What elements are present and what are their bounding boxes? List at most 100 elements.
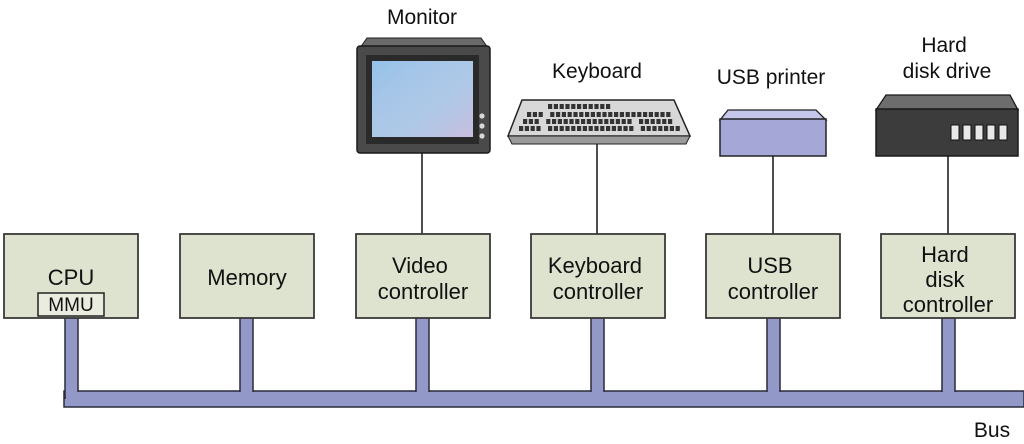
video-controller-box	[355, 233, 491, 319]
svg-text:USB printer: USB printer	[717, 66, 826, 89]
keyboard-key-icon	[556, 112, 561, 117]
disk-controller-box	[880, 233, 1016, 319]
keyboard-key-icon	[579, 112, 584, 117]
keyboard-key-icon	[569, 119, 574, 124]
keyboard-key-icon	[660, 112, 665, 117]
keyboard-key-icon	[640, 126, 645, 131]
keyboard-key-icon	[631, 112, 636, 117]
keyboard-key-icon	[602, 112, 607, 117]
keyboard-label: Keyboard	[552, 60, 642, 83]
keyboard-key-icon	[524, 126, 529, 131]
usb-printer-label: USB printer	[717, 66, 826, 89]
keyboard-key-icon	[571, 126, 576, 131]
bus-drop-usb	[766, 317, 781, 399]
keyboard-key-icon	[627, 119, 632, 124]
keyboard-key-icon	[528, 119, 533, 124]
keyboard-key-icon	[585, 112, 590, 117]
keyboard-key-icon	[664, 126, 669, 131]
keyboard-key-icon	[652, 126, 657, 131]
keyboard-key-icon	[646, 126, 651, 131]
keyboard-key-icon	[594, 126, 599, 131]
keyboard-key-icon	[586, 119, 591, 124]
keyboard-key-icon	[573, 112, 578, 117]
keyboard-key-icon	[617, 126, 622, 131]
device-monitor: Monitor	[356, 6, 491, 154]
keyboard-key-icon	[604, 119, 609, 124]
keyboard-key-icon	[548, 104, 553, 109]
bus-drop-video	[415, 317, 430, 399]
bus-drop-memory	[239, 317, 254, 399]
disk-controller-label-2: disk	[925, 267, 965, 292]
bus-drop-disk	[941, 317, 956, 399]
video-controller-label-2: controller	[378, 279, 468, 304]
keyboard-key-icon	[639, 119, 644, 124]
keyboard-key-icon	[656, 119, 661, 124]
keyboard-key-icon	[669, 126, 674, 131]
svg-text:Keyboard: Keyboard	[552, 60, 642, 83]
usb-controller-box	[705, 233, 841, 319]
usb-controller-label-1: USB	[747, 253, 792, 278]
keyboard-key-icon	[557, 119, 562, 124]
keyboard-key-icon	[675, 126, 680, 131]
keyboard-key-icon	[577, 104, 582, 109]
system-bus: Bus	[63, 317, 1024, 442]
keyboard-key-icon	[619, 112, 624, 117]
keyboard-key-icon	[575, 119, 580, 124]
keyboard-key-icon	[553, 104, 558, 109]
keyboard-key-icon	[588, 126, 593, 131]
cpu-label: CPU	[48, 265, 94, 290]
keyboard-key-icon	[614, 112, 619, 117]
keyboard-key-icon	[610, 119, 615, 124]
svg-text:Memory: Memory	[207, 265, 286, 290]
monitor-label: Monitor	[387, 6, 457, 29]
keyboard-key-icon	[621, 119, 626, 124]
svg-text:Video controller: Video controller	[378, 253, 468, 304]
video-controller-label-1: Video	[392, 253, 448, 278]
hard-disk-drive-label-1: Hard	[921, 34, 967, 57]
hard-disk-drive-icon	[874, 94, 1020, 157]
keyboard-key-icon	[606, 126, 611, 131]
usb-controller-label-2: controller	[728, 279, 818, 304]
keyboard-key-icon	[662, 119, 667, 124]
keyboard-key-icon	[666, 112, 671, 117]
svg-text:CPU: CPU	[48, 265, 94, 290]
keyboard-key-icon	[637, 112, 642, 117]
device-usb-printer: USB printer	[717, 66, 828, 157]
component-video-controller: Video controller	[355, 233, 491, 319]
svg-text:Hard disk controll: Hard disk controller	[903, 242, 993, 317]
keyboard-key-icon	[643, 112, 648, 117]
bus-drop-cpu	[64, 317, 79, 399]
keyboard-key-icon	[563, 119, 568, 124]
monitor-icon	[356, 37, 491, 154]
keyboard-key-icon	[654, 112, 659, 117]
keyboard-key-icon	[536, 126, 541, 131]
svg-text:Monitor: Monitor	[387, 6, 457, 29]
keyboard-key-icon	[552, 119, 557, 124]
component-usb-controller: USB controller	[705, 233, 841, 319]
keyboard-key-icon	[668, 119, 673, 124]
device-keyboard: Keyboard	[506, 60, 692, 145]
keyboard-key-icon	[623, 126, 628, 131]
keyboard-key-icon	[615, 119, 620, 124]
keyboard-key-icon	[606, 104, 611, 109]
component-memory: Memory	[179, 233, 315, 319]
keyboard-key-icon	[527, 112, 532, 117]
keyboard-key-icon	[559, 104, 564, 109]
keyboard-key-icon	[644, 119, 649, 124]
memory-label: Memory	[207, 265, 286, 290]
keyboard-key-icon	[650, 119, 655, 124]
keyboard-key-icon	[600, 104, 605, 109]
keyboard-controller-box	[530, 233, 666, 319]
component-keyboard-controller: Keyboard controller	[530, 233, 666, 319]
keyboard-key-icon	[534, 119, 539, 124]
keyboard-key-icon	[559, 126, 564, 131]
keyboard-key-icon	[629, 126, 634, 131]
mmu-label: MMU	[48, 295, 93, 316]
keyboard-key-icon	[594, 104, 599, 109]
bus-drop-keyboard	[590, 317, 605, 399]
mmu-box	[37, 292, 105, 317]
keyboard-key-icon	[598, 119, 603, 124]
keyboard-key-icon	[565, 126, 570, 131]
keyboard-controller-label-1: Keyboard	[548, 253, 642, 278]
